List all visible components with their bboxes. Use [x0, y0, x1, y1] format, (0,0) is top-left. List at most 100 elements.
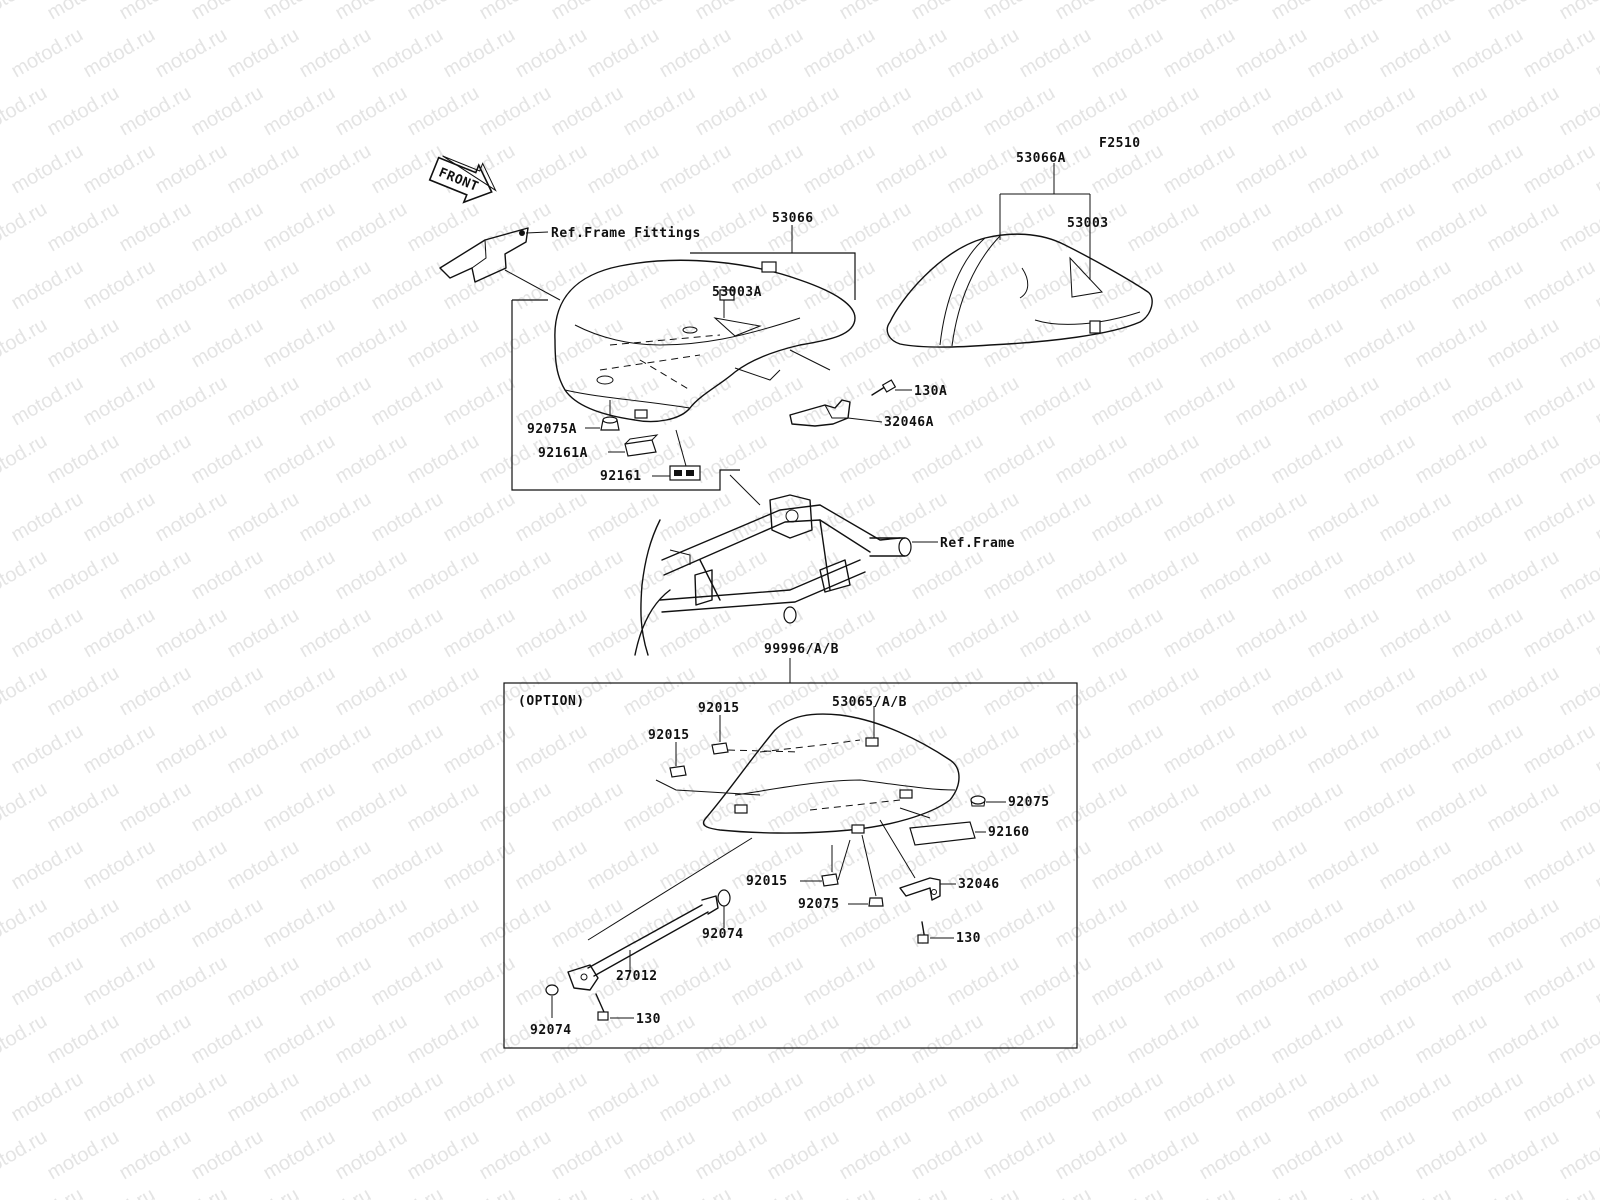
watermark-text: motod.ru — [1268, 894, 1347, 953]
watermark-text: motod.ru — [1520, 1068, 1599, 1127]
watermark-text: motod.ru — [260, 314, 339, 373]
watermark-text: motod.ru — [224, 488, 303, 547]
watermark-text: motod.ru — [80, 1184, 159, 1200]
watermark-text: motod.ru — [116, 314, 195, 373]
watermark-text: motod.ru — [1196, 314, 1275, 373]
watermark-text: motod.ru — [152, 372, 231, 431]
watermark-text: motod.ru — [1376, 1184, 1455, 1200]
watermark-text: motod.ru — [908, 0, 987, 24]
watermark-text: motod.ru — [476, 778, 555, 837]
watermark-text: motod.ru — [332, 0, 411, 24]
label-92074-b: 92074 — [530, 1023, 572, 1038]
watermark-text: motod.ru — [944, 372, 1023, 431]
watermark-text: motod.ru — [1520, 24, 1599, 83]
label-53003a: 53003A — [712, 285, 762, 300]
watermark-text: motod.ru — [404, 1010, 483, 1069]
watermark-text: motod.ru — [188, 546, 267, 605]
watermark-text: motod.ru — [548, 1010, 627, 1069]
watermark-text: motod.ru — [116, 198, 195, 257]
watermark-text: motod.ru — [440, 952, 519, 1011]
watermark-text: motod.ru — [1520, 604, 1599, 663]
watermark-text: motod.ru — [368, 24, 447, 83]
watermark-text: motod.ru — [1448, 1184, 1527, 1200]
watermark-text: motod.ru — [152, 604, 231, 663]
watermark-text: motod.ru — [728, 1184, 807, 1200]
watermark-text: motod.ru — [476, 1010, 555, 1069]
watermark-text: motod.ru — [656, 604, 735, 663]
watermark-text: motod.ru — [692, 430, 771, 489]
label-53003: 53003 — [1067, 216, 1109, 231]
watermark-text: motod.ru — [944, 952, 1023, 1011]
watermark-text: motod.ru — [188, 82, 267, 141]
watermark-text: motod.ru — [872, 952, 951, 1011]
watermark-text: motod.ru — [728, 952, 807, 1011]
watermark-text: motod.ru — [476, 82, 555, 141]
watermark-text: motod.ru — [1232, 256, 1311, 315]
diagram-code: F2510 — [1099, 136, 1141, 151]
watermark-text: motod.ru — [512, 256, 591, 315]
watermark-text: motod.ru — [1016, 140, 1095, 199]
bolt-130a — [871, 379, 897, 396]
watermark-text: motod.ru — [1340, 778, 1419, 837]
watermark-text: motod.ru — [800, 140, 879, 199]
watermark-text: motod.ru — [584, 140, 663, 199]
watermark-text: motod.ru — [1196, 0, 1275, 24]
label-92075-a: 92075 — [1008, 795, 1050, 810]
watermark-text: motod.ru — [1232, 1184, 1311, 1200]
watermark-text: motod.ru — [224, 604, 303, 663]
watermark-text: motod.ru — [332, 198, 411, 257]
watermark-text: motod.ru — [440, 1184, 519, 1200]
watermark-text: motod.ru — [1016, 372, 1095, 431]
watermark-text: motod.ru — [152, 1068, 231, 1127]
watermark-text: motod.ru — [8, 1184, 87, 1200]
watermark-text: motod.ru — [224, 952, 303, 1011]
watermark-text: motod.ru — [620, 82, 699, 141]
watermark-text: motod.ru — [728, 140, 807, 199]
watermark-text: motod.ru — [80, 720, 159, 779]
watermark-text: motod.ru — [1052, 430, 1131, 489]
clip-92015-c — [821, 873, 839, 887]
watermark-text: motod.ru — [116, 1126, 195, 1185]
watermark-text: motod.ru — [0, 314, 51, 373]
watermark-text: motod.ru — [368, 372, 447, 431]
watermark-text: motod.ru — [1376, 952, 1455, 1011]
watermark-text: motod.ru — [44, 82, 123, 141]
watermark-text: motod.ru — [1124, 662, 1203, 721]
watermark-text: motod.ru — [1268, 662, 1347, 721]
watermark-text: motod.ru — [1052, 82, 1131, 141]
watermark-text: motod.ru — [512, 836, 591, 895]
watermark-text: motod.ru — [908, 546, 987, 605]
watermark-text: motod.ru — [296, 256, 375, 315]
watermark-text: motod.ru — [224, 140, 303, 199]
watermark-text: motod.ru — [548, 778, 627, 837]
watermark-text: motod.ru — [692, 546, 771, 605]
label-32046a: 32046A — [884, 415, 934, 430]
watermark-text: motod.ru — [1484, 82, 1563, 141]
watermark-text: motod.ru — [0, 198, 51, 257]
watermark-text: motod.ru — [1088, 1184, 1167, 1200]
watermark-text: motod.ru — [332, 546, 411, 605]
watermark-text: motod.ru — [1016, 1068, 1095, 1127]
label-27012: 27012 — [616, 969, 658, 984]
watermark-text: motod.ru — [0, 1126, 51, 1185]
watermark-text: motod.ru — [260, 1126, 339, 1185]
watermark-text: motod.ru — [1052, 778, 1131, 837]
watermark-text: motod.ru — [548, 662, 627, 721]
watermark-text: motod.ru — [1304, 1184, 1383, 1200]
seat-cowl-53065 — [702, 713, 960, 834]
watermark-text: motod.ru — [1484, 662, 1563, 721]
watermark-text: motod.ru — [188, 894, 267, 953]
watermark-text: motod.ru — [1520, 372, 1599, 431]
watermark-text: motod.ru — [980, 1126, 1059, 1185]
watermark-text: motod.ru — [404, 430, 483, 489]
watermark-text: motod.ru — [1124, 1126, 1203, 1185]
watermark-text: motod.ru — [476, 894, 555, 953]
watermark-text: motod.ru — [1520, 488, 1599, 547]
bolt-130-b — [595, 993, 609, 1021]
watermark-text: motod.ru — [1304, 720, 1383, 779]
watermark-text: motod.ru — [728, 720, 807, 779]
watermark-text: motod.ru — [1124, 82, 1203, 141]
watermark-text: motod.ru — [404, 0, 483, 24]
watermark-text: motod.ru — [872, 140, 951, 199]
